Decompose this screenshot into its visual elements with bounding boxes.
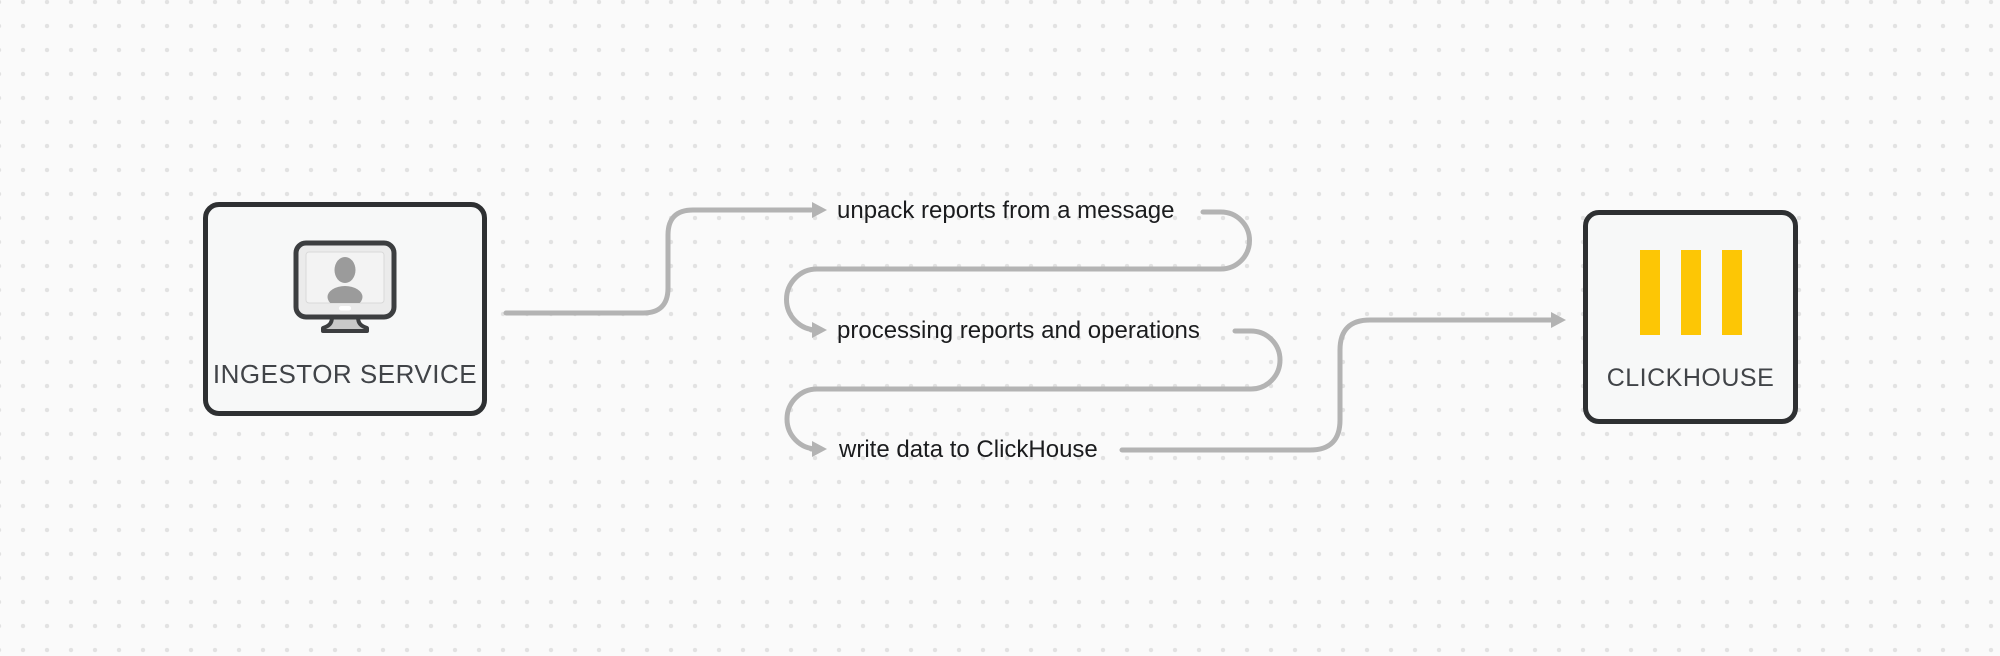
node-label-ingestor: INGESTOR SERVICE [212, 359, 478, 389]
arrowhead-icon [1551, 312, 1566, 328]
step-label-unpack-reports: unpack reports from a message [837, 197, 1175, 224]
arrowhead-icon [812, 202, 827, 218]
node-ingestor-service[interactable]: INGESTOR SERVICE [203, 202, 487, 416]
user-silhouette-icon [327, 257, 363, 303]
arrowhead-icon [812, 322, 827, 338]
clickhouse-bar [1680, 250, 1701, 335]
clickhouse-bars-icon [1639, 250, 1742, 335]
monitor-notch [339, 306, 351, 311]
wire-ingestor-to-step1 [503, 207, 814, 316]
node-clickhouse[interactable]: CLICKHOUSE [1583, 210, 1798, 424]
clickhouse-bar [1639, 250, 1660, 335]
arrowhead-icon [812, 441, 827, 457]
monitor-stand [321, 315, 369, 333]
wire-step1-to-step2 [784, 209, 1252, 333]
step-label-write-data: write data to ClickHouse [839, 436, 1098, 463]
node-label-clickhouse: CLICKHOUSE [1606, 364, 1775, 392]
step-label-processing-reports: processing reports and operations [837, 317, 1200, 344]
wire-step2-to-step3 [784, 328, 1283, 452]
clickhouse-bar [1721, 250, 1742, 335]
workstation-monitor-icon [293, 240, 397, 333]
